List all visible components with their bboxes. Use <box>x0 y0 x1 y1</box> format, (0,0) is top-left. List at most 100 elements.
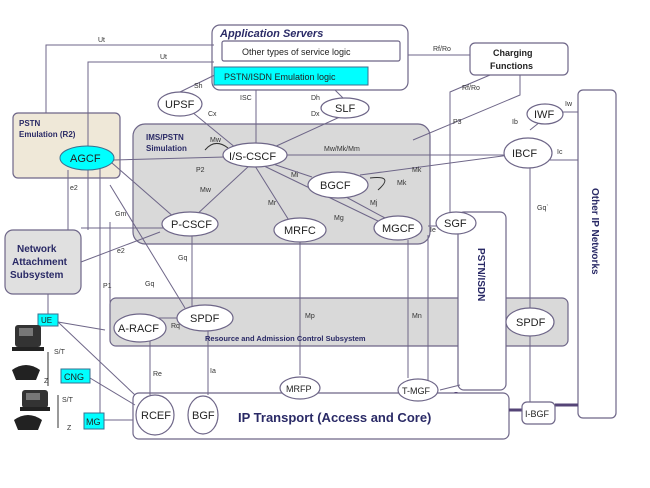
ref-p3: P3 <box>453 119 462 126</box>
node-spdf-ip[interactable]: SPDF <box>505 307 555 337</box>
ref-p2: P2 <box>196 167 205 174</box>
sgf-label: SGF <box>444 218 467 230</box>
ref-dx: Dx <box>311 111 320 118</box>
other-ip-label: Other IP Networks <box>589 188 600 275</box>
pstn-isdn-label: PSTN/ISDN <box>475 248 486 301</box>
ref-mw-mk-mm: Mw/Mk/Mm <box>324 146 360 153</box>
ref-rq: Rq <box>171 323 180 330</box>
ref-gq2: Gq <box>145 281 154 288</box>
ref-gm: Gm <box>115 211 126 218</box>
bgcf-label: BGCF <box>320 180 351 192</box>
ref-z2: Z <box>67 425 72 432</box>
emulation-logic-label: PSTN/ISDN Emulation logic <box>224 72 336 82</box>
ref-rf-ro2: Rf/Ro <box>462 85 480 92</box>
ref-e2a: e2 <box>70 185 78 192</box>
ref-gq-ibcf: Gq` <box>537 205 549 212</box>
ref-mw1: Mw <box>210 137 222 144</box>
device-cng[interactable]: CNG <box>60 368 91 384</box>
ref-gq1: Gq <box>178 255 187 262</box>
other-ip-box <box>577 89 617 419</box>
ref-mr: Mr <box>268 200 277 207</box>
node-slf[interactable]: SLF <box>320 97 370 119</box>
ref-ut1: Ut <box>98 37 105 44</box>
spdf-label: SPDF <box>190 313 220 325</box>
node-mgcf[interactable]: MGCF <box>373 215 423 241</box>
ref-z1: Z <box>44 378 49 385</box>
ip-phone-icon-top <box>12 325 44 351</box>
other-logic-label: Other types of service logic <box>242 47 351 57</box>
charging-line1: Charging <box>493 48 533 58</box>
charging-line2: Functions <box>490 61 533 71</box>
ibcf-label: IBCF <box>512 148 537 160</box>
ref-sh: Sh <box>194 83 203 90</box>
ref-mj: Mj <box>370 200 378 207</box>
pcscf-label: P-CSCF <box>171 219 212 231</box>
device-ue[interactable]: UE <box>37 313 59 327</box>
ip-phone-icon-bottom <box>20 390 50 411</box>
refpoint-labels: Ut Ut Rf/Ro Rf/Ro Sh ISC Dh Cx Dx P3 Ib … <box>44 37 573 432</box>
node-iwf[interactable]: IWF <box>526 103 564 125</box>
mgcf-label: MGCF <box>382 223 415 235</box>
nas-line3: Subsystem <box>10 270 63 281</box>
ref-mi: Mi <box>291 172 299 179</box>
mrfp-label: MRFP <box>286 384 312 394</box>
node-ibcf[interactable]: IBCF <box>503 137 553 169</box>
ims-line1: IMS/PSTN <box>146 133 184 142</box>
ref-mw2: Mw <box>200 187 212 194</box>
node-upsf[interactable]: UPSF <box>157 91 203 117</box>
spdf-ip-label: SPDF <box>516 317 546 329</box>
ref-dh: Dh <box>311 95 320 102</box>
ref-e2b: e2 <box>117 248 125 255</box>
ref-isc: ISC <box>240 95 252 102</box>
ref-mk1: Mk <box>412 167 422 174</box>
iscscf-label: I/S-CSCF <box>229 151 276 163</box>
ref-p1: P1 <box>103 283 112 290</box>
device-mg[interactable]: MG <box>83 412 105 430</box>
node-bgf[interactable]: BGF <box>187 395 219 435</box>
ue-label: UE <box>41 316 52 325</box>
agcf-label: AGCF <box>70 153 101 165</box>
node-rcef[interactable]: RCEF <box>135 394 175 436</box>
upsf-label: UPSF <box>165 99 195 111</box>
ref-mk2: Mk <box>397 180 407 187</box>
node-iscscf[interactable]: I/S-CSCF <box>222 142 288 168</box>
rcef-label: RCEF <box>141 410 171 422</box>
mrfc-label: MRFC <box>284 225 316 237</box>
nas-line2: Attachment <box>12 257 68 268</box>
node-pcscf[interactable]: P-CSCF <box>161 211 219 237</box>
app-servers-title: Application Servers <box>219 28 323 40</box>
other-logic-box <box>221 40 401 62</box>
aracf-label: A-RACF <box>118 323 159 335</box>
node-spdf[interactable]: SPDF <box>176 304 234 332</box>
node-mrfp[interactable]: MRFP <box>279 376 321 400</box>
bgf-label: BGF <box>192 410 215 422</box>
node-agcf[interactable]: AGCF <box>59 145 115 171</box>
mg-label: MG <box>86 417 101 427</box>
tmgf-label: T-MGF <box>402 386 430 396</box>
ref-cx: Cx <box>208 111 217 118</box>
node-sgf[interactable]: SGF <box>435 211 477 235</box>
ref-st1: S/T <box>54 349 66 356</box>
pstn-emulation-line2: Emulation (R2) <box>19 130 76 139</box>
pstn-isdn-box <box>457 211 507 391</box>
node-ibgf[interactable]: I-BGF <box>521 401 556 425</box>
ref-mp: Mp <box>305 313 315 320</box>
ref-st2: S/T <box>62 397 74 404</box>
node-mrfc[interactable]: MRFC <box>273 217 327 243</box>
cng-label: CNG <box>64 372 84 382</box>
transport-title: IP Transport (Access and Core) <box>238 410 431 425</box>
ibgf-label: I-BGF <box>525 409 550 419</box>
ims-line2: Simulation <box>146 144 187 153</box>
ref-mg: Mg <box>334 215 344 222</box>
node-tmgf[interactable]: T-MGF <box>397 378 439 402</box>
node-aracf[interactable]: A-RACF <box>113 313 167 343</box>
telephone-icon-top <box>12 365 40 380</box>
connections <box>45 44 578 421</box>
ref-ia: Ia <box>210 368 216 375</box>
racs-title: Resource and Admission Control Subsystem <box>205 334 366 343</box>
pstn-emulation-line1: PSTN <box>19 119 41 128</box>
node-bgcf[interactable]: BGCF <box>307 171 369 199</box>
ref-rf-ro1: Rf/Ro <box>433 46 451 53</box>
